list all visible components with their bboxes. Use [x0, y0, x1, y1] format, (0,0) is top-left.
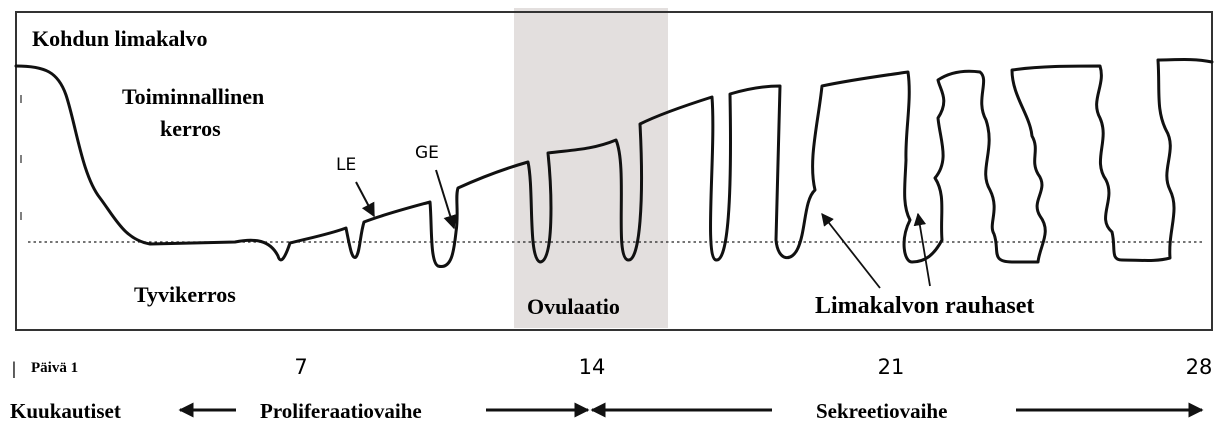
- axis-start-mark: |: [12, 358, 16, 378]
- functional-layer-label-2: kerros: [160, 116, 221, 141]
- proliferative-label: Proliferaatiovaihe: [260, 399, 422, 423]
- ovulation-band: [514, 8, 668, 328]
- secretory-label: Sekreetiovaihe: [816, 399, 947, 423]
- menstruation-label: Kuukautiset: [10, 399, 121, 423]
- functional-layer-label-1: Toiminnallinen: [122, 84, 264, 109]
- axis-day1-label: Päivä 1: [31, 360, 78, 376]
- ovulation-label: Ovulaatio: [527, 294, 620, 319]
- gland-arrow-1: [822, 214, 880, 288]
- le-label: LE: [336, 155, 356, 175]
- ge-arrow: [436, 170, 454, 228]
- axis-tick-28: 28: [1186, 355, 1213, 379]
- glands-label: Limakalvon rauhaset: [815, 293, 1034, 319]
- endometrium-label: Kohdun limakalvo: [32, 26, 207, 51]
- axis-tick-14: 14: [579, 355, 606, 379]
- le-arrow: [356, 182, 374, 216]
- basal-layer-label: Tyvikerros: [134, 282, 236, 307]
- axis-tick-21: 21: [878, 355, 905, 379]
- axis-tick-7: 7: [294, 355, 307, 379]
- gland-arrow-2: [918, 214, 930, 286]
- ge-label: GE: [415, 143, 439, 163]
